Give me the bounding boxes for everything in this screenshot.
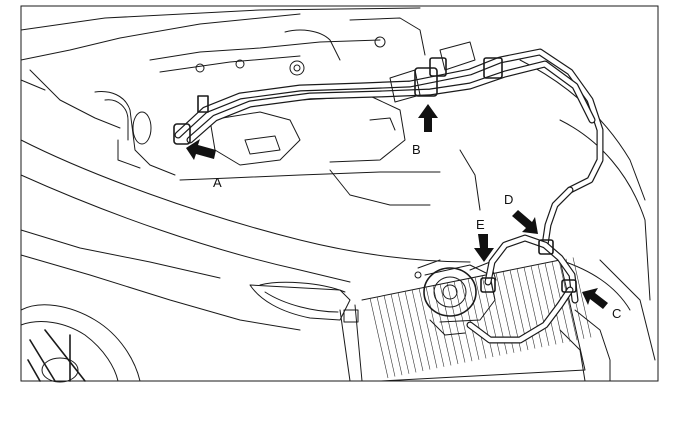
condenser-fin	[572, 257, 592, 338]
arrow-C	[582, 288, 608, 309]
condenser-fin	[397, 292, 417, 373]
callout-E: E	[474, 217, 494, 262]
condenser-fin	[467, 278, 487, 359]
condenser-fin	[446, 282, 466, 363]
label-B: B	[412, 142, 421, 157]
callout-B: B	[412, 104, 438, 157]
condenser-fin	[544, 262, 564, 344]
ac-compressor	[414, 259, 497, 336]
callout-D: D	[504, 192, 538, 234]
condenser-fin	[404, 290, 424, 372]
callout-C: C	[582, 288, 621, 321]
callout-A: A	[186, 139, 222, 190]
condenser-fin	[523, 267, 543, 348]
condenser-fin	[537, 264, 557, 345]
label-A: A	[213, 175, 222, 190]
label-C: C	[612, 306, 621, 321]
condenser-fin	[439, 283, 459, 365]
condenser-fin	[418, 288, 438, 369]
condenser-fin	[390, 293, 410, 374]
arrow-E	[474, 234, 494, 262]
condenser-fin	[425, 286, 445, 367]
condenser-fin	[369, 297, 389, 379]
arrow-A	[186, 139, 216, 160]
condenser-fin	[474, 276, 494, 358]
front-wheel	[20, 304, 141, 383]
condenser-fin	[530, 265, 550, 346]
arrow-B	[418, 104, 438, 132]
label-D: D	[504, 192, 513, 207]
condenser-fin	[411, 289, 431, 370]
condenser-fin	[558, 260, 578, 341]
ac-lines	[173, 41, 604, 344]
condenser-fin	[460, 279, 480, 360]
condenser-fin	[376, 296, 396, 377]
label-E: E	[476, 217, 485, 232]
condenser-fin	[383, 295, 403, 376]
arrow-D	[512, 210, 538, 234]
